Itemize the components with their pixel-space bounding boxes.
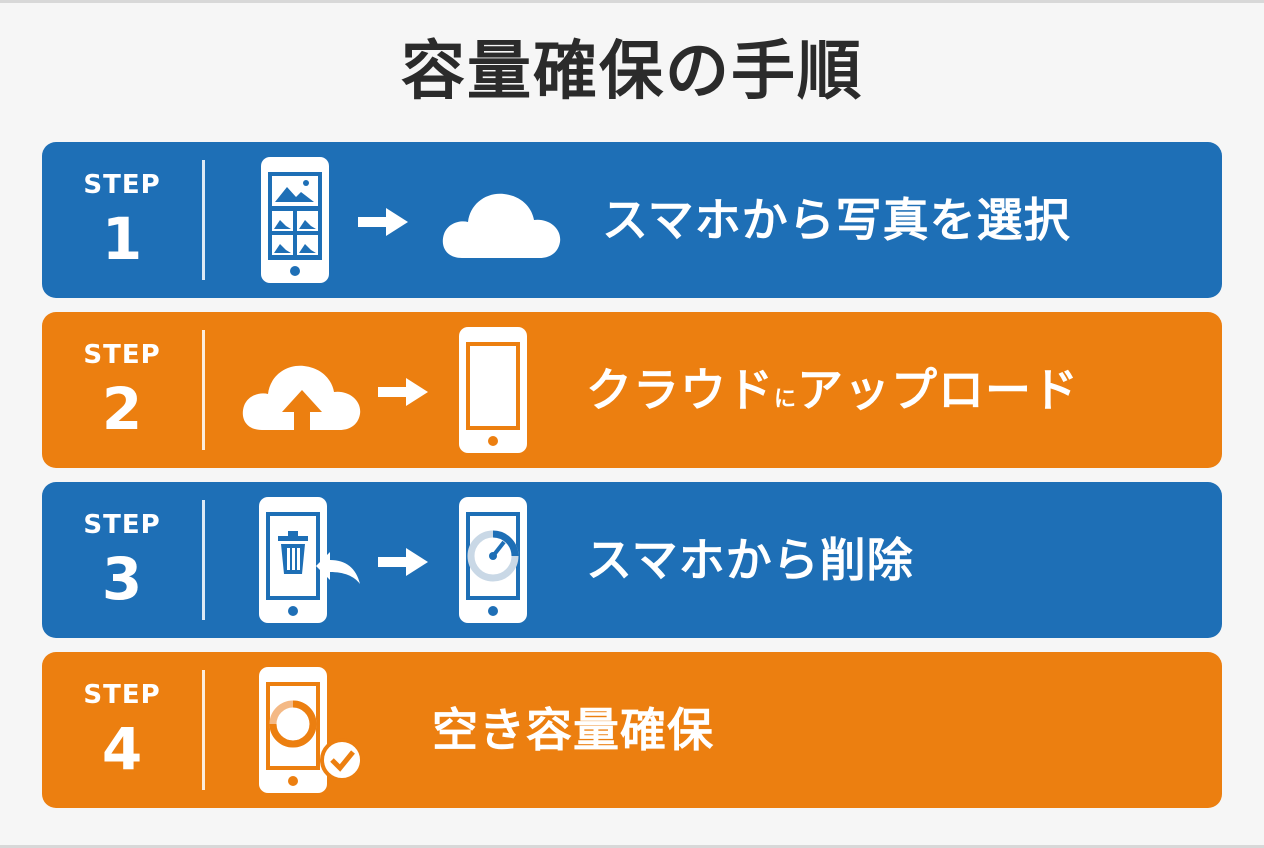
phone-gallery-icon — [261, 157, 329, 283]
step-digit: 4 — [101, 715, 143, 783]
step-4-label: 空き容量確保 — [432, 703, 714, 757]
step-word: STEP — [83, 510, 161, 540]
bottom-border — [0, 845, 1264, 848]
step-word: STEP — [83, 170, 161, 200]
cloud-icon — [442, 193, 561, 258]
step-1-icons — [232, 142, 592, 298]
top-border — [0, 0, 1264, 3]
page-title: 容量確保の手順 — [401, 35, 863, 109]
step-2-label: クラウドにアップロード — [586, 312, 1079, 468]
step-4-icons — [232, 652, 592, 808]
phone-storage-check-icon — [259, 667, 364, 793]
step-2-number: STEP 2 — [42, 312, 202, 468]
step-1-number: STEP 1 — [42, 142, 202, 298]
step-2-label-main-b: アップロード — [797, 363, 1080, 417]
step-4-number: STEP 4 — [42, 652, 202, 808]
divider — [202, 500, 205, 620]
step-digit: 3 — [101, 545, 143, 613]
arrow-right-icon — [378, 548, 428, 576]
step-2-row: STEP 2 クラウドにアップロード — [42, 312, 1222, 468]
step-digit: 2 — [101, 375, 143, 443]
step-3-label: スマホから削除 — [586, 533, 914, 587]
step-digit: 1 — [101, 205, 143, 273]
cloud-upload-icon — [242, 365, 361, 432]
phone-gauge-icon — [459, 497, 527, 623]
step-3-number: STEP 3 — [42, 482, 202, 638]
divider — [202, 160, 205, 280]
step-3-row: STEP 3 — [42, 482, 1222, 638]
step-4-row: STEP 4 空き容量確保 — [42, 652, 1222, 808]
phone-icon — [459, 327, 527, 453]
arrow-right-icon — [358, 208, 408, 236]
step-2-label-main-a: クラウド — [586, 363, 774, 417]
step-2-label-small: に — [774, 387, 798, 412]
arrow-right-icon — [378, 378, 428, 406]
divider — [202, 330, 205, 450]
step-1-label: スマホから写真を選択 — [602, 193, 1071, 247]
step-2-icons — [232, 312, 592, 468]
step-3-icons — [232, 482, 592, 638]
step-word: STEP — [83, 680, 161, 710]
phone-trash-icon — [259, 497, 360, 623]
divider — [202, 670, 205, 790]
step-1-row: STEP 1 スマホから写真を選択 — [42, 142, 1222, 298]
step-word: STEP — [83, 340, 161, 370]
